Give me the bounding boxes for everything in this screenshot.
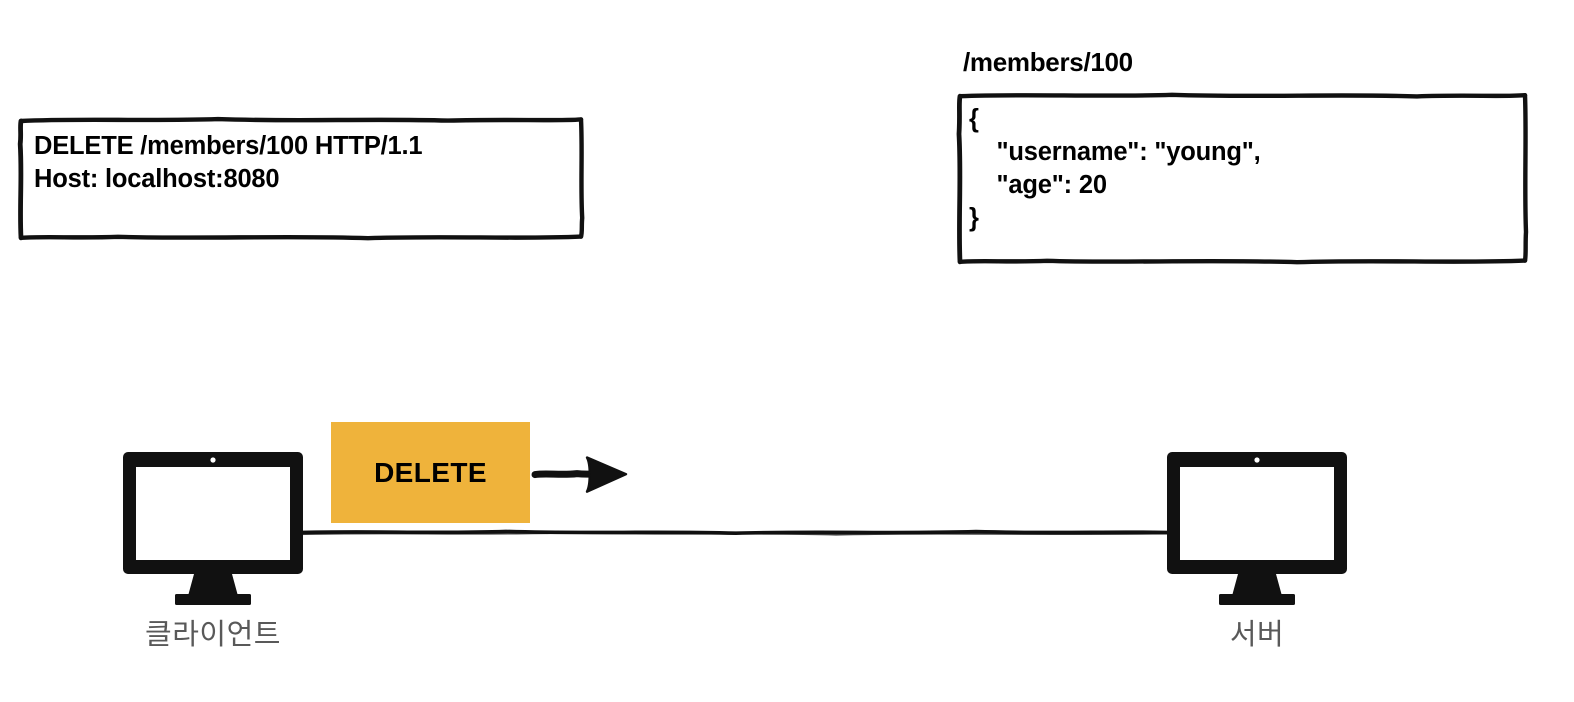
- resource-json-text: { "username": "young", "age": 20 }: [969, 105, 1261, 233]
- resource-json-box: { "username": "young", "age": 20 }: [956, 92, 1529, 265]
- http-method-label: DELETE: [374, 456, 487, 488]
- resource-path-label: /members/100: [963, 47, 1133, 77]
- http-request-text: DELETE /members/100 HTTP/1.1 Host: local…: [34, 132, 423, 194]
- server-label: 서버: [1229, 619, 1285, 651]
- monitor-icon: [123, 452, 303, 605]
- server-node: 서버: [1147, 452, 1367, 650]
- http-method-badge: DELETE: [331, 422, 530, 523]
- client-server-connection-line: [295, 529, 1181, 536]
- http-request-box: DELETE /members/100 HTTP/1.1 Host: local…: [17, 116, 585, 241]
- client-node: 클라이언트: [103, 452, 323, 650]
- monitor-icon: [1167, 452, 1347, 605]
- client-label: 클라이언트: [145, 619, 281, 651]
- arrow-right-icon: [531, 456, 628, 493]
